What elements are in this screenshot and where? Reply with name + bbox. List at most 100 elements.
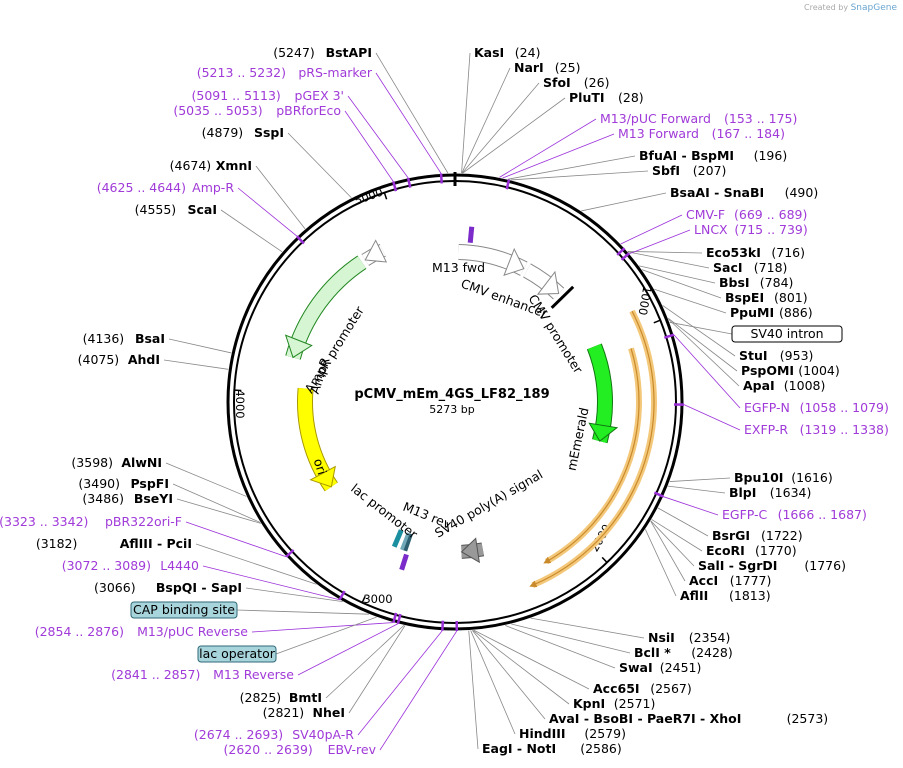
primer-range: (1058 .. 1079) <box>800 400 889 415</box>
feature-cmv-promoter[interactable] <box>522 263 565 300</box>
primer-range: (3323 .. 3342) <box>0 514 88 529</box>
site-bfuai-bspmi[interactable]: BfuAI - BspMI(196) <box>639 148 787 163</box>
site-position: (2428) <box>691 645 733 660</box>
box-lac-operator[interactable]: lac operator <box>197 645 277 663</box>
site-name: BspQI - SapI <box>156 580 242 595</box>
site-apai[interactable]: ApaI(1008) <box>743 378 825 393</box>
site-nhei[interactable]: NheI(2821) <box>263 705 345 720</box>
site-scai[interactable]: ScaI(4555) <box>135 202 217 217</box>
site-bmti[interactable]: BmtI(2825) <box>240 690 322 705</box>
site-pluti[interactable]: PluTI(28) <box>569 90 644 105</box>
site-bpu10i[interactable]: Bpu10I(1616) <box>734 470 833 485</box>
site-pspfi[interactable]: PspFI(3490) <box>78 476 169 491</box>
site-bspqi-sapi[interactable]: BspQI - SapI(3066) <box>94 580 242 595</box>
primer-cmv-f[interactable]: CMV-F(669 .. 689) <box>686 207 807 222</box>
site-sali-sgrdi[interactable]: SalI - SgrDI(1776) <box>698 558 846 573</box>
primer-pbr322ori-f[interactable]: pBR322ori-F(3323 .. 3342) <box>0 514 182 529</box>
primer-leader <box>237 187 298 237</box>
feature-ori[interactable] <box>297 387 338 492</box>
primer-site-mark <box>439 173 443 184</box>
tick-mark-5000 <box>383 192 388 200</box>
site-stui[interactable]: StuI(953) <box>739 348 813 363</box>
site-position: (1776) <box>804 558 846 573</box>
site-position: (1777) <box>730 573 772 588</box>
primer-m13-forward[interactable]: M13 Forward(167 .. 184) <box>618 126 785 141</box>
feature-sv40-polya[interactable] <box>460 537 485 564</box>
site-name: SbfI <box>652 163 680 178</box>
primer-m13-reverse[interactable]: M13 Reverse(2841 .. 2857) <box>111 667 294 682</box>
feature-ampr[interactable] <box>284 255 367 360</box>
site-acc65i[interactable]: Acc65I(2567) <box>593 681 692 696</box>
primer-site-mark <box>296 235 305 245</box>
site-pspomi[interactable]: PspOMI(1004) <box>741 363 840 378</box>
primer-range: (2620 .. 2639) <box>224 742 313 757</box>
site-bspei[interactable]: BspEI(801) <box>725 290 808 305</box>
site-bcli[interactable]: BclI *(2428) <box>634 645 733 660</box>
primer-m13-puc-reverse[interactable]: M13/pUC Reverse(2854 .. 2876) <box>35 624 249 639</box>
primer-egfp-n[interactable]: EGFP-N(1058 .. 1079) <box>744 400 889 415</box>
site-kasi[interactable]: KasI(24) <box>474 45 540 60</box>
site-position: (2354) <box>689 630 731 645</box>
feature-lac-cluster <box>391 529 413 552</box>
site-afliii-pcii[interactable]: AflIII - PciI(3182) <box>36 536 192 551</box>
primer-range: (2674 .. 2693) <box>194 727 283 742</box>
site-sspi[interactable]: SspI(4879) <box>202 125 284 140</box>
primer-ebv-rev[interactable]: EBV-rev(2620 .. 2639) <box>224 742 377 757</box>
primer-pbrforeco[interactable]: pBRforEco(5035 .. 5053) <box>173 103 341 118</box>
site-avai-bsobi-paer7i-xhoi[interactable]: AvaI - BsoBI - PaeR7I - XhoI(2573) <box>549 711 828 726</box>
site-bseyi[interactable]: BseYI(3486) <box>82 491 173 506</box>
site-bsai[interactable]: BsaI(4136) <box>83 331 165 346</box>
leader-line <box>510 170 649 181</box>
site-position: (2573) <box>787 711 829 726</box>
site-saci[interactable]: SacI(718) <box>713 260 787 275</box>
feature-ampr-promoter[interactable] <box>361 239 388 266</box>
primer-name: Amp-R <box>192 180 234 195</box>
leader-line <box>245 587 343 603</box>
site-xmni[interactable]: XmnI(4674) <box>170 158 252 173</box>
site-bsaai-snabi[interactable]: BsaAI - SnaBI(490) <box>670 185 818 200</box>
site-name: SfoI <box>543 75 571 90</box>
site-acci[interactable]: AccI(1777) <box>689 573 771 588</box>
primer-leader <box>683 404 741 431</box>
site-eagi-noti[interactable]: EagI - NotI(2586) <box>482 741 622 756</box>
primer-prs-marker[interactable]: pRS-marker(5213 .. 5232) <box>197 65 373 80</box>
site-position: (5247) <box>273 45 315 60</box>
primer-leader <box>620 214 683 245</box>
site-eco53ki[interactable]: Eco53kI(716) <box>706 245 805 260</box>
site-swai[interactable]: SwaI(2451) <box>619 660 701 675</box>
site-nsii[interactable]: NsiI(2354) <box>648 630 730 645</box>
site-position: (2825) <box>240 690 282 705</box>
primer-m13-puc-forward[interactable]: M13/pUC Forward(153 .. 175) <box>600 111 797 126</box>
site-sfoi[interactable]: SfoI(26) <box>543 75 609 90</box>
site-bstapi[interactable]: BstAPI(5247) <box>273 45 372 60</box>
leader-line <box>644 529 677 597</box>
site-aflii[interactable]: AflII(1813) <box>680 588 771 603</box>
site-ahdi[interactable]: AhdI(4075) <box>78 352 160 367</box>
site-name: ScaI <box>188 202 218 217</box>
feature-memerald[interactable] <box>586 343 619 444</box>
primer-exfp-r[interactable]: EXFP-R(1319 .. 1338) <box>744 422 889 437</box>
primer-site-mark <box>406 177 412 188</box>
site-bsrgi[interactable]: BsrGI(1722) <box>712 528 803 543</box>
site-ppumi[interactable]: PpuMI(886) <box>730 305 813 320</box>
leader-line <box>657 507 709 537</box>
primer-amp-r[interactable]: Amp-R(4625 .. 4644) <box>97 180 235 195</box>
primer-l4440[interactable]: L4440(3072 .. 3089) <box>62 558 199 573</box>
site-ecori[interactable]: EcoRI(1770) <box>706 543 797 558</box>
primer-name: pRS-marker <box>298 65 373 80</box>
box-sv40-intron[interactable]: SV40 intron <box>731 325 843 343</box>
feature-cmv-enhancer[interactable] <box>458 244 528 276</box>
site-kpni[interactable]: KpnI(2571) <box>573 696 655 711</box>
site-bbsi[interactable]: BbsI(784) <box>719 275 793 290</box>
primer-pgex-3[interactable]: pGEX 3'(5091 .. 5113) <box>192 88 344 103</box>
leader-line <box>651 519 703 552</box>
site-nari[interactable]: NarI(25) <box>514 60 580 75</box>
site-sbfi[interactable]: SbfI(207) <box>652 163 726 178</box>
site-blpi[interactable]: BlpI(1634) <box>729 485 811 500</box>
site-hindiii[interactable]: HindIII(2579) <box>519 726 626 741</box>
box-cap-binding-site[interactable]: CAP binding site <box>130 601 238 619</box>
primer-egfp-c[interactable]: EGFP-C(1666 .. 1687) <box>722 507 867 522</box>
primer-sv40pa-r[interactable]: SV40pA-R(2674 .. 2693) <box>194 727 354 742</box>
site-alwni[interactable]: AlwNI(3598) <box>71 455 162 470</box>
primer-lncx[interactable]: LNCX(715 .. 739) <box>694 222 808 237</box>
